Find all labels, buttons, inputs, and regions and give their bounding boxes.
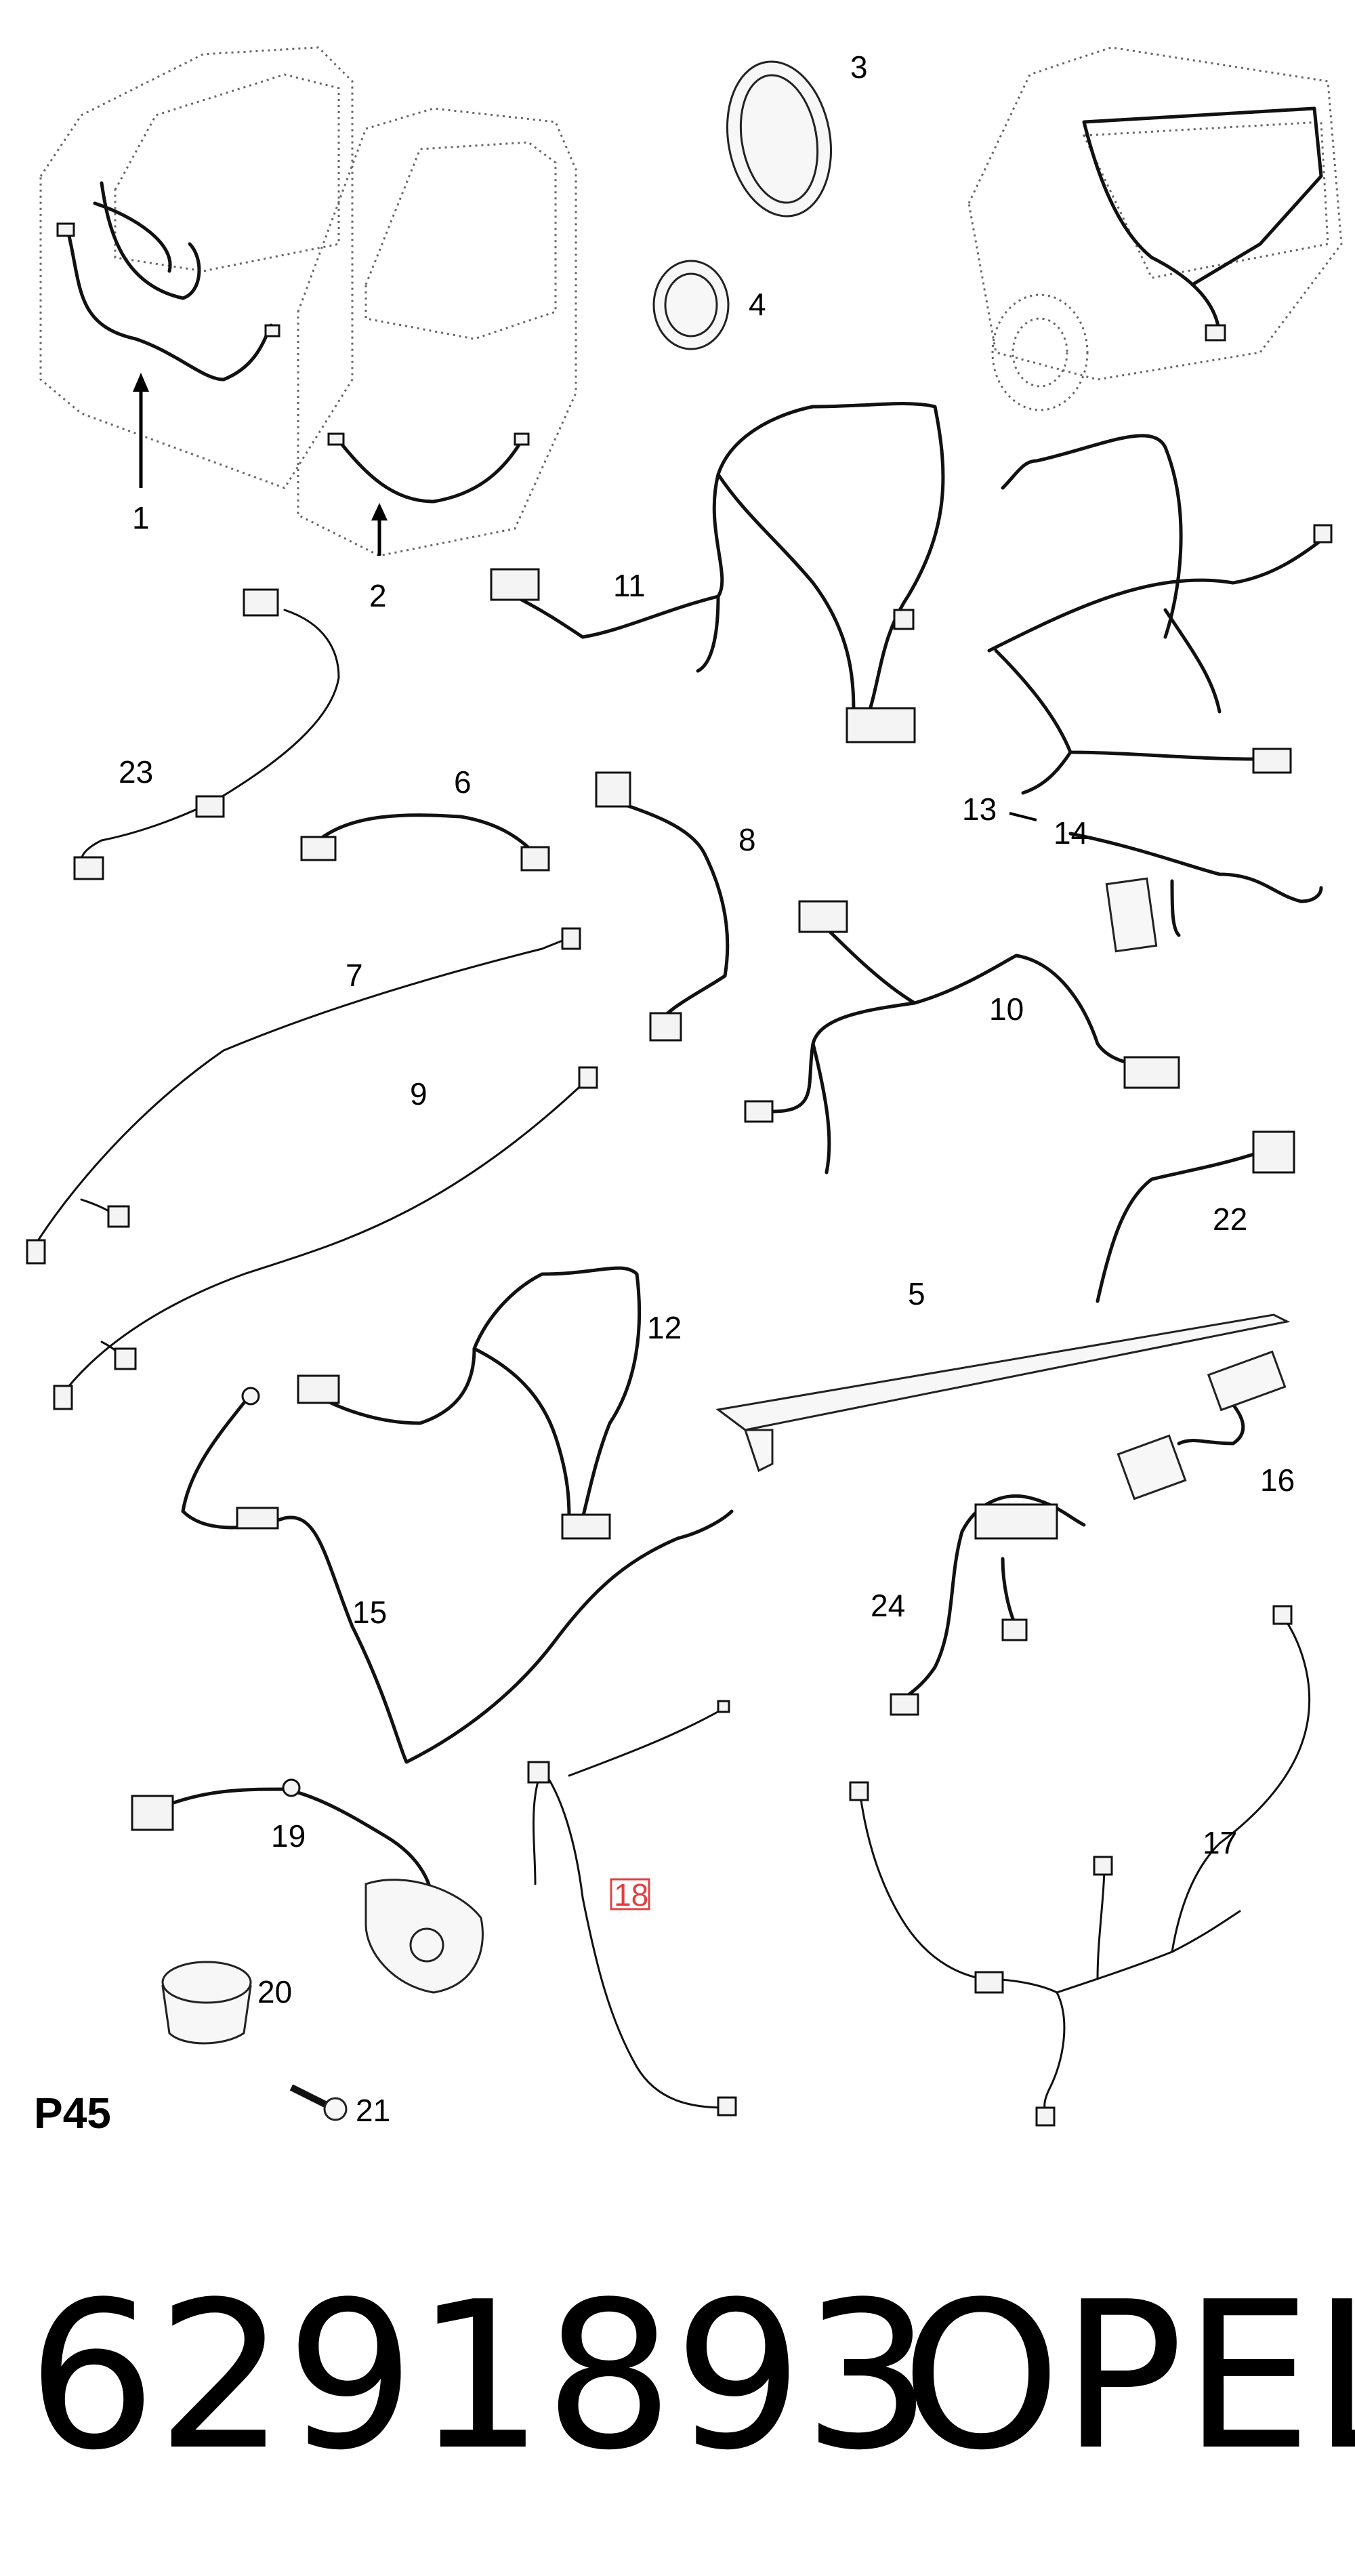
harness-18 xyxy=(527,1700,737,2117)
callout-13: 13 xyxy=(962,792,997,827)
harness-17 xyxy=(849,1605,1311,2127)
callout-5: 5 xyxy=(908,1276,925,1311)
callout-11: 11 xyxy=(613,568,646,603)
callout-15: 15 xyxy=(352,1595,387,1630)
harness-16 xyxy=(1117,1350,1287,1500)
callout-16: 16 xyxy=(1260,1463,1295,1498)
harness-24 xyxy=(890,1494,1086,1716)
callout-18: 18 xyxy=(614,1877,648,1913)
callout-8: 8 xyxy=(738,822,756,857)
harness-7 xyxy=(26,927,581,1265)
callout-19: 19 xyxy=(271,1818,306,1854)
brand-name: OPEL xyxy=(901,2258,1355,2495)
callout-4: 4 xyxy=(749,287,766,322)
callout-20: 20 xyxy=(257,1974,292,2009)
callout-18-highlight xyxy=(610,1878,650,1910)
grommet-3 xyxy=(726,60,833,218)
part-number: 6291893 xyxy=(27,2258,932,2495)
trim-panel-5 xyxy=(715,1313,1291,1473)
harness-9 xyxy=(53,1066,598,1410)
callout-14: 14 xyxy=(1054,815,1088,851)
callout-2: 2 xyxy=(369,578,387,613)
harness-10 xyxy=(744,900,1180,1174)
tailgate-illustration xyxy=(967,46,1343,411)
harness-11 xyxy=(490,402,945,743)
screw-21 xyxy=(289,2084,348,2121)
harness-23 xyxy=(73,588,340,880)
callout-9: 9 xyxy=(410,1076,428,1111)
cap-20 xyxy=(161,1961,252,2045)
harness-15 xyxy=(181,1387,734,1764)
harness-19 xyxy=(131,1778,484,1994)
callout-10: 10 xyxy=(989,991,1024,1027)
grommet-4 xyxy=(652,260,730,350)
callout-22: 22 xyxy=(1213,1202,1247,1237)
harness-22 xyxy=(1096,1130,1295,1303)
callout-6: 6 xyxy=(454,764,472,800)
harness-12 xyxy=(297,1266,642,1540)
harness-14 xyxy=(1068,832,1323,953)
callout-labels: 1 2 3 4 5 6 7 8 9 10 11 12 13 14 15 16 1… xyxy=(119,49,1295,2128)
callout-17: 17 xyxy=(1203,1825,1237,1860)
harness-8 xyxy=(595,771,730,1042)
rear-doors-illustration xyxy=(39,46,577,557)
harness-6 xyxy=(300,813,550,872)
callout-24: 24 xyxy=(871,1588,905,1623)
callout-1: 1 xyxy=(132,500,150,535)
callout-23: 23 xyxy=(119,754,153,790)
callout-21: 21 xyxy=(356,2093,390,2128)
page-code: P45 xyxy=(34,2089,111,2138)
harness-13 xyxy=(987,434,1333,821)
callout-3: 3 xyxy=(850,49,868,85)
callout-12: 12 xyxy=(647,1310,682,1345)
callout-7: 7 xyxy=(346,958,363,993)
